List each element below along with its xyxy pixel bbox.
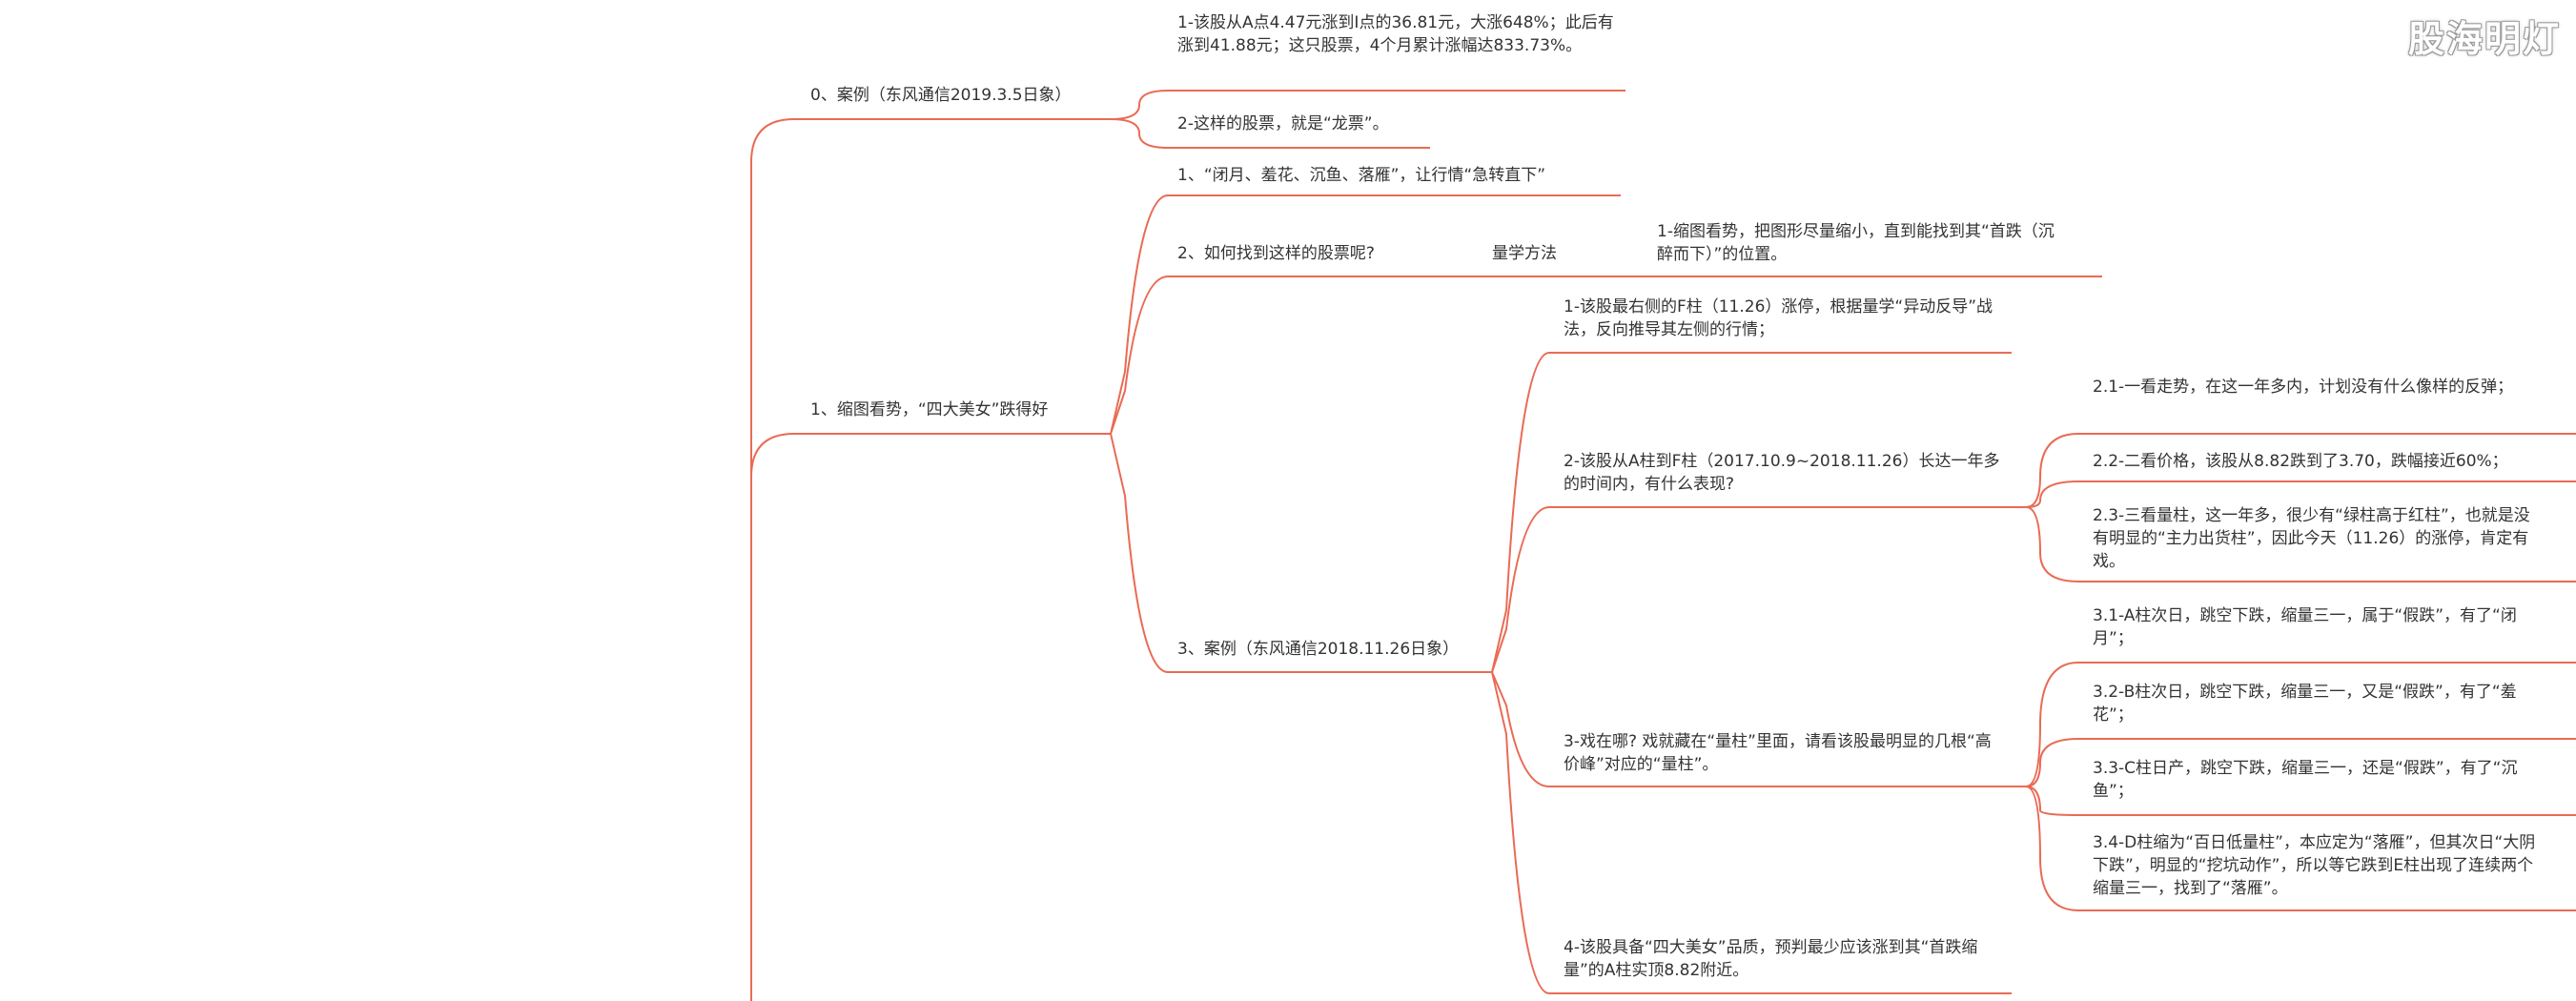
node-label: 3.1-A柱次日，跳空下跌，缩量三一，属于“假跌”，有了“闭月”； bbox=[2093, 606, 2517, 648]
node-b1-3[interactable]: 3、案例（东风通信2018.11.26日象） bbox=[1177, 638, 1492, 661]
node-label: 3.3-C柱日产，跳空下跌，缩量三一，还是“假跌”，有了“沉鱼”； bbox=[2093, 759, 2518, 801]
node-case0[interactable]: 0、案例（东风通信2019.3.5日象） bbox=[810, 84, 1106, 107]
watermark-logo: 股海明灯 bbox=[2407, 18, 2561, 60]
connector-b133-3 bbox=[2025, 786, 2079, 816]
connector-case0-1 bbox=[1110, 90, 1169, 120]
connector-root-case0 bbox=[750, 118, 795, 1001]
node-b133-1[interactable]: 3.1-A柱次日，跳空下跌，缩量三一，属于“假跌”，有了“闭月”； bbox=[2093, 604, 2536, 650]
node-b132-3[interactable]: 2.3-三看量柱，这一年多，很少有“绿柱高于红柱”，也就是没有明显的“主力出货柱… bbox=[2093, 504, 2536, 573]
connector-b133-4 bbox=[2025, 786, 2079, 911]
node-label: 3、案例（东风通信2018.11.26日象） bbox=[1177, 640, 1460, 659]
connector-b132-2 bbox=[2025, 480, 2079, 508]
connector-case0-2 bbox=[1110, 118, 1169, 149]
connector-b1-1 bbox=[1110, 194, 1169, 435]
connector-b133-1 bbox=[2025, 662, 2079, 787]
node-label: 3.2-B柱次日，跳空下跌，缩量三一，又是“假跌”，有了“羞花”； bbox=[2093, 683, 2517, 725]
connector-b132-3 bbox=[2025, 506, 2079, 582]
node-label: 2.2-二看价格，该股从8.82跌到了3.70，跌幅接近60%； bbox=[2093, 452, 2508, 471]
node-label: 4-该股具备“四大美女”品质，预判最少应该涨到其“首跌缩量”的A柱实顶8.82附… bbox=[1564, 938, 1978, 980]
node-b1-2-method-1[interactable]: 1-缩图看势，把图形尽量缩小，直到能找到其“首跌（沉醉而下）”的位置。 bbox=[1657, 220, 2067, 266]
connector-b13-1 bbox=[1491, 352, 1550, 673]
node-branch1[interactable]: 1、缩图看势，“四大美女”跌得好 bbox=[810, 398, 1106, 421]
node-b13-1[interactable]: 1-该股最右侧的F柱（11.26）涨停，根据量学“异动反导”战法，反向推导其左侧… bbox=[1564, 296, 2002, 341]
node-label: 1、“闭月、羞花、沉鱼、落雁”，让行情“急转直下” bbox=[1177, 166, 1546, 185]
node-label: 量学方法 bbox=[1492, 244, 1557, 263]
node-b132-2[interactable]: 2.2-二看价格，该股从8.82跌到了3.70，跌幅接近60%； bbox=[2093, 450, 2569, 473]
connector-b1-2 bbox=[1110, 276, 1169, 435]
node-case0-2[interactable]: 2-这样的股票，就是“龙票”。 bbox=[1177, 112, 1425, 135]
node-b13-2[interactable]: 2-该股从A柱到F柱（2017.10.9~2018.11.26）长达一年多的时间… bbox=[1564, 450, 2002, 496]
node-label: 2、如何找到这样的股票呢? bbox=[1177, 244, 1375, 263]
node-b1-2-method[interactable]: 量学方法 bbox=[1492, 242, 1606, 265]
connector-b133-2 bbox=[2025, 738, 2079, 787]
node-b13-3[interactable]: 3-戏在哪? 戏就藏在“量柱”里面，请看该股最明显的几根“高价峰”对应的“量柱”… bbox=[1564, 730, 2002, 776]
node-b1-2[interactable]: 2、如何找到这样的股票呢? bbox=[1177, 242, 1397, 265]
node-label: 1-该股最右侧的F柱（11.26）涨停，根据量学“异动反导”战法，反向推导其左侧… bbox=[1564, 297, 1993, 339]
connector-b132-1 bbox=[2025, 433, 2079, 508]
node-label: 3.4-D柱缩为“百日低量柱”，本应定为“落雁”，但其次日“大阴下跌”，明显的“… bbox=[2093, 833, 2536, 898]
connector-b1-3 bbox=[1110, 433, 1169, 673]
connector-root-branch1 bbox=[750, 433, 795, 1001]
node-b1-1[interactable]: 1、“闭月、羞花、沉鱼、落雁”，让行情“急转直下” bbox=[1177, 164, 1621, 187]
node-case0-1[interactable]: 1-该股从A点4.47元涨到I点的36.81元，大涨648%；此后有涨到41.8… bbox=[1177, 11, 1621, 57]
node-b132-1[interactable]: 2.1-一看走势，在这一年多内，计划没有什么像样的反弹； bbox=[2093, 376, 2536, 398]
node-label: 1-缩图看势，把图形尽量缩小，直到能找到其“首跌（沉醉而下）”的位置。 bbox=[1657, 222, 2055, 264]
connector-b13-3 bbox=[1491, 671, 1550, 787]
node-b133-4[interactable]: 3.4-D柱缩为“百日低量柱”，本应定为“落雁”，但其次日“大阴下跌”，明显的“… bbox=[2093, 831, 2536, 900]
node-label: 2.1-一看走势，在这一年多内，计划没有什么像样的反弹； bbox=[2093, 378, 2514, 397]
node-label: 0、案例（东风通信2019.3.5日象） bbox=[810, 86, 1072, 105]
connector-b13-2 bbox=[1491, 506, 1550, 673]
node-label: 3-戏在哪? 戏就藏在“量柱”里面，请看该股最明显的几根“高价峰”对应的“量柱”… bbox=[1564, 732, 1992, 774]
node-label: 1-该股从A点4.47元涨到I点的36.81元，大涨648%；此后有涨到41.8… bbox=[1177, 13, 1614, 55]
node-label: 2.3-三看量柱，这一年多，很少有“绿柱高于红柱”，也就是没有明显的“主力出货柱… bbox=[2093, 506, 2530, 571]
node-b133-3[interactable]: 3.3-C柱日产，跳空下跌，缩量三一，还是“假跌”，有了“沉鱼”； bbox=[2093, 757, 2536, 803]
connector-b13-4 bbox=[1491, 671, 1550, 994]
node-label: 2-该股从A柱到F柱（2017.10.9~2018.11.26）长达一年多的时间… bbox=[1564, 452, 2000, 494]
node-label: 2-这样的股票，就是“龙票”。 bbox=[1177, 114, 1389, 133]
node-b13-4[interactable]: 4-该股具备“四大美女”品质，预判最少应该涨到其“首跌缩量”的A柱实顶8.82附… bbox=[1564, 936, 2002, 982]
node-b133-2[interactable]: 3.2-B柱次日，跳空下跌，缩量三一，又是“假跌”，有了“羞花”； bbox=[2093, 681, 2536, 726]
node-label: 1、缩图看势，“四大美女”跌得好 bbox=[810, 400, 1049, 419]
